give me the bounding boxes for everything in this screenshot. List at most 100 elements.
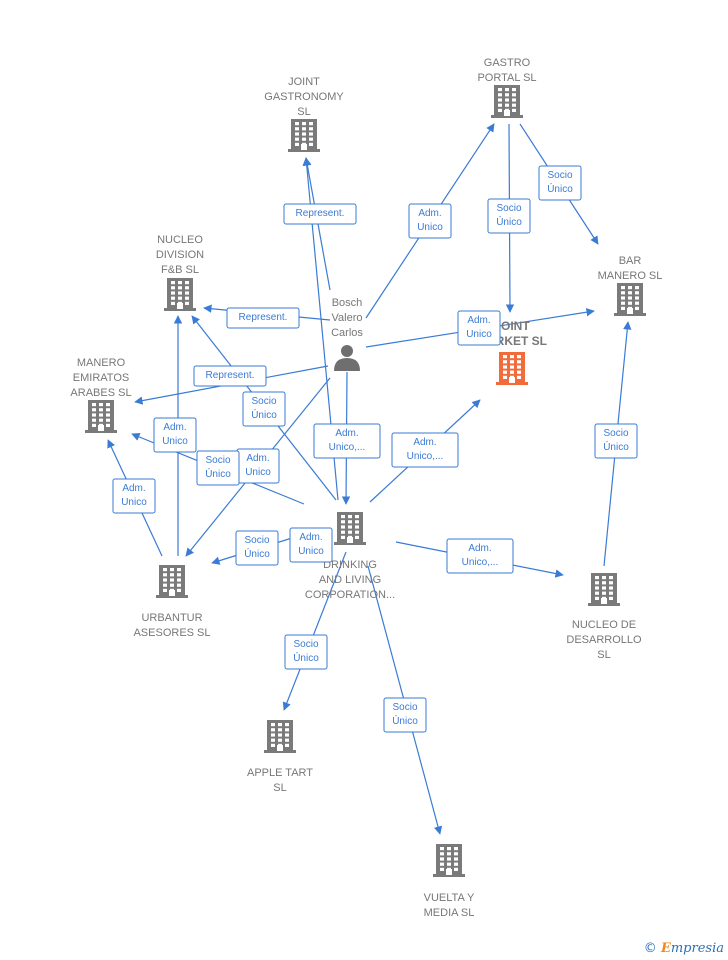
edge-label[interactable]: Adm. Unico (457, 310, 501, 346)
edge-label[interactable]: Represent. (193, 365, 267, 387)
edge-label-text: Socio (205, 455, 230, 466)
edge-label-text: Socio (547, 170, 572, 181)
edge-label-text: Socio (603, 428, 628, 439)
node-label: NUCLEO (157, 234, 203, 246)
edge-label-text: Adm. (418, 208, 441, 219)
node-label: APPLE TART (247, 767, 313, 779)
edge-label-text: Único (205, 467, 231, 480)
edge-label-text: Represent. (239, 312, 288, 323)
edge-label-box (226, 307, 300, 329)
edge-label-text: Unico (245, 467, 271, 478)
node-vuelta-media[interactable]: VUELTA Y MEDIA SL (424, 844, 475, 919)
edge-label-box (284, 634, 328, 670)
node-label: F&B SL (161, 264, 199, 276)
node-gastro-portal[interactable]: GASTRO PORTAL SL (477, 57, 537, 118)
node-label: Bosch (332, 297, 363, 309)
person-icon (334, 345, 360, 371)
nodes-layer: JOINT GASTRONOMY SL GASTRO PORTAL SL NUCLEODI… (70, 57, 662, 919)
edge-label-text: Unico (121, 497, 147, 508)
node-label: MANERO SL (598, 270, 663, 282)
brand-rest: mpresia (670, 941, 724, 956)
node-label: GASTRO (484, 57, 531, 69)
edge-label[interactable]: Represent. (283, 203, 357, 225)
building-icon (491, 85, 523, 118)
node-label: Carlos (331, 327, 363, 339)
node-label: EMIRATOS (73, 372, 129, 384)
edge-label-text: Socio (496, 203, 521, 214)
edge-label[interactable]: Adm. Unico,... (446, 538, 514, 574)
node-label: MANERO (77, 357, 126, 369)
edge-label-text: Único (547, 182, 573, 195)
edge-label-text: Socio (392, 702, 417, 713)
edge-label[interactable]: Adm.Unico (236, 448, 280, 484)
edge-label-box (391, 432, 459, 468)
edge-label[interactable]: Adm.Unico (408, 203, 452, 239)
edge-label-box (242, 391, 286, 427)
node-label: ARABES SL (70, 387, 131, 399)
node-label: SL (297, 106, 310, 118)
edge-label-text: Unico,... (462, 557, 499, 568)
building-icon (496, 352, 528, 385)
edge-label-box (446, 538, 514, 574)
edge-label[interactable]: Adm.Unico (153, 417, 197, 453)
node-label: GASTRONOMY (264, 91, 344, 103)
edge-label-text: Socio (251, 396, 276, 407)
building-icon (156, 565, 188, 598)
edge-label-text: Adm. (468, 543, 491, 554)
edge-label-text: Represent. (296, 208, 345, 219)
copyright-symbol: © (643, 941, 657, 956)
edge-label-text: Único (603, 440, 629, 453)
edge-label-box (193, 365, 267, 387)
edge-label-text: Adm. (413, 437, 436, 448)
node-label: VUELTA Y (424, 892, 475, 904)
edge-label[interactable]: Adm.Unico,... (313, 423, 381, 459)
edge-label-box (112, 478, 156, 514)
edge-label-text: Adm. (467, 315, 490, 326)
building-icon (85, 400, 117, 433)
edge-label-text: Adm. (122, 483, 145, 494)
node-label: CORPORATION... (305, 589, 395, 601)
edge-label[interactable]: Adm. Unico (112, 478, 156, 514)
edge-label-text: Unico (162, 436, 188, 447)
building-icon (433, 844, 465, 877)
building-icon (614, 283, 646, 316)
edge-label-text: Unico,... (329, 442, 366, 453)
edge-label-text: Único (244, 547, 270, 560)
edge-label[interactable]: Adm.Unico (289, 527, 333, 563)
node-label: Valero (332, 312, 363, 324)
edge-label-text: Unico (466, 329, 492, 340)
edge-label-box (457, 310, 501, 346)
edge-label[interactable]: Represent. (226, 307, 300, 329)
node-label: JOINT (494, 319, 530, 333)
empresia-watermark: © Empresia (644, 941, 724, 956)
edge-label[interactable]: Adm.Unico,... (391, 432, 459, 468)
edge-label-box (408, 203, 452, 239)
node-label: DESARROLLO (566, 634, 642, 646)
node-label: PORTAL SL (477, 72, 536, 84)
edge-label-box (283, 203, 357, 225)
edge-label-text: Único (251, 408, 277, 421)
building-icon (334, 512, 366, 545)
edge-label-box (196, 450, 240, 486)
node-manero-emiratos[interactable]: MANERO EMIRATOS ARABES SL (70, 357, 132, 433)
node-label: MEDIA SL (424, 907, 475, 919)
edge-label-box (153, 417, 197, 453)
node-label: URBANTUR (141, 612, 202, 624)
brand-initial: E (660, 941, 671, 956)
